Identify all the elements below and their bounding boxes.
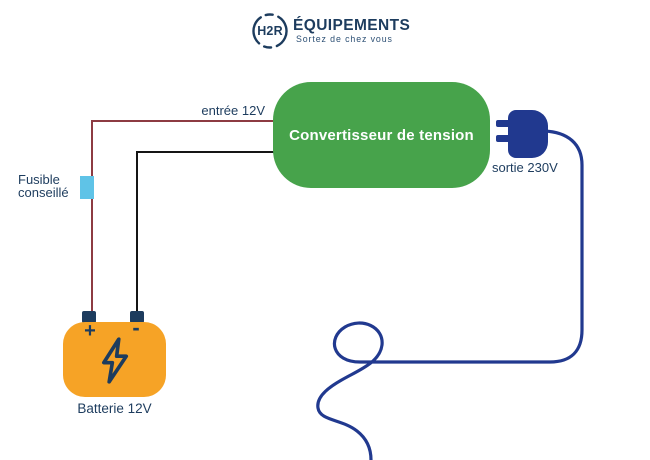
logo-tagline: Sortez de chez vous	[296, 33, 393, 44]
battery-body	[63, 322, 166, 397]
logo-monogram: H2R	[257, 24, 283, 38]
lightning-bolt-icon	[102, 337, 129, 384]
logo-wordmark: ÉQUIPEMENTS	[293, 17, 411, 34]
power-plug-icon	[508, 110, 548, 158]
battery-plus-sign: +	[84, 319, 96, 342]
battery-terminal-negative	[130, 311, 144, 323]
fuse-label: Fusible conseillé	[18, 172, 69, 200]
positive-wire	[91, 120, 280, 313]
fuse-component	[80, 176, 94, 199]
battery-minus-sign: -	[132, 315, 140, 340]
plug-prong-bottom	[496, 135, 510, 142]
fuse-label-line1: Fusible	[18, 172, 60, 187]
fuse-label-line2: conseillé	[18, 184, 69, 200]
converter-label: Convertisseur de tension	[289, 126, 474, 144]
output-voltage-label: sortie 230V	[492, 160, 558, 175]
negative-wire	[136, 151, 280, 313]
input-voltage-label: entrée 12V	[201, 103, 265, 118]
plug-prong-top	[496, 120, 510, 127]
converter-box: Convertisseur de tension	[273, 82, 490, 188]
logo-circle-icon	[252, 13, 288, 49]
battery-label: Batterie 12V	[77, 401, 152, 416]
battery-terminal-positive	[82, 311, 96, 323]
